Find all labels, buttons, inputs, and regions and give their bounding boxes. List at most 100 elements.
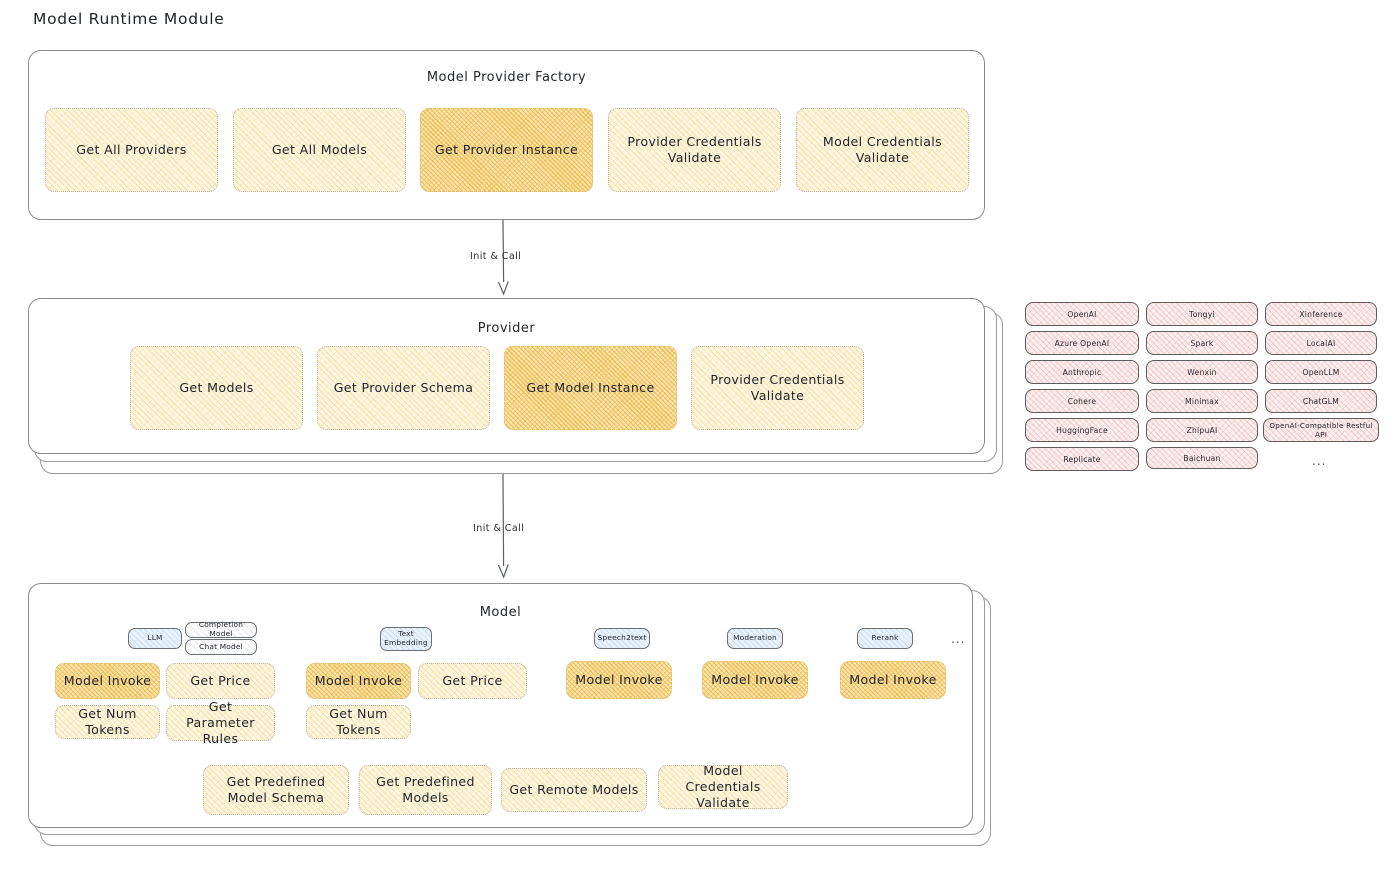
- chip-label: Azure OpenAI: [1054, 338, 1110, 348]
- mtag-label: Chat Model: [199, 641, 243, 651]
- chip-label: Cohere: [1067, 396, 1097, 406]
- node-label: Get Num Tokens: [78, 706, 137, 737]
- provider-chip-wenxin[interactable]: Wenxin: [1146, 360, 1258, 384]
- factory-node-get-provider-instance[interactable]: Get Provider Instance: [420, 108, 593, 192]
- provider-chip-tongyi[interactable]: Tongyi: [1146, 302, 1258, 326]
- node-label: Provider Credentials Validate: [627, 134, 762, 165]
- node-label: Model Invoke: [63, 673, 152, 689]
- mtag-label: LLM: [147, 633, 163, 643]
- factory-node-model-credentials-validate[interactable]: Model Credentials Validate: [796, 108, 969, 192]
- chip-label: Xinference: [1299, 309, 1343, 319]
- provider-node-get-model-instance[interactable]: Get Model Instance: [504, 346, 677, 430]
- model-title: Model: [479, 605, 522, 620]
- model-shared-get-remote-models[interactable]: Get Remote Models: [501, 768, 647, 812]
- provider-chip-xinference[interactable]: Xinference: [1265, 302, 1377, 326]
- factory-node-provider-credentials-validate[interactable]: Provider Credentials Validate: [608, 108, 781, 192]
- node-label: Model Invoke: [575, 672, 663, 688]
- node-label: Model Invoke: [711, 672, 799, 688]
- factory-title: Model Provider Factory: [426, 70, 587, 85]
- node-label: Get All Models: [271, 142, 368, 158]
- node-label: Model Invoke: [314, 673, 403, 689]
- connector-provider-to-model-label: Init & Call: [473, 523, 525, 534]
- provider-chip-openllm[interactable]: OpenLLM: [1265, 360, 1377, 384]
- node-label: Get Models: [179, 380, 254, 396]
- chip-label: Minimax: [1185, 396, 1219, 406]
- provider-chip-baichuan[interactable]: Baichuan: [1146, 447, 1258, 469]
- node-label: Get Remote Models: [509, 782, 639, 798]
- node-label: Get Parameter Rules: [186, 699, 255, 746]
- model-shared-get-predefined-model-schema[interactable]: Get Predefined Model Schema: [203, 765, 349, 815]
- model-types-more: ...: [951, 632, 966, 646]
- model-type-tag-rerank[interactable]: Rerank: [857, 628, 913, 649]
- model-subtag-chat-model[interactable]: Chat Model: [185, 639, 257, 655]
- connector-factory-to-provider-label: Init & Call: [470, 251, 522, 262]
- mtag-label: Rerank: [871, 633, 899, 643]
- connector-factory-to-provider: [487, 220, 527, 302]
- provider-node-provider-credentials-validate[interactable]: Provider Credentials Validate: [691, 346, 864, 430]
- llm-method-get-price[interactable]: Get Price: [166, 663, 275, 699]
- moderation-method-model-invoke[interactable]: Model Invoke: [702, 661, 808, 699]
- chip-label: ZhipuAI: [1186, 425, 1218, 435]
- provider-chip-openai[interactable]: OpenAI: [1025, 302, 1139, 326]
- provider-chip-spark[interactable]: Spark: [1146, 331, 1258, 355]
- node-label: Get Predefined Model Schema: [226, 774, 326, 805]
- factory-node-get-all-providers[interactable]: Get All Providers: [45, 108, 218, 192]
- chip-label: Baichuan: [1183, 453, 1221, 463]
- node-label: Get Num Tokens: [329, 706, 388, 737]
- node-label: Provider Credentials Validate: [710, 372, 845, 403]
- mtag-label: Text Embedding: [384, 629, 428, 647]
- text-embedding-method-get-price[interactable]: Get Price: [418, 663, 527, 699]
- provider-chip-localai[interactable]: LocalAI: [1265, 331, 1377, 355]
- provider-list-more: ...: [1312, 454, 1327, 468]
- factory-node-get-all-models[interactable]: Get All Models: [233, 108, 406, 192]
- speech2text-method-model-invoke[interactable]: Model Invoke: [566, 661, 672, 699]
- model-type-tag-moderation[interactable]: Moderation: [727, 628, 783, 649]
- provider-chip-minimax[interactable]: Minimax: [1146, 389, 1258, 413]
- text-embedding-method-get-num-tokens[interactable]: Get Num Tokens: [306, 705, 411, 739]
- provider-node-get-models[interactable]: Get Models: [130, 346, 303, 430]
- chip-label: ChatGLM: [1302, 396, 1340, 406]
- provider-chip-chatglm[interactable]: ChatGLM: [1265, 389, 1377, 413]
- text-embedding-method-model-invoke[interactable]: Model Invoke: [306, 663, 411, 699]
- chip-label: OpenAI: [1067, 309, 1097, 319]
- mtag-label: Completion Model: [198, 620, 244, 638]
- mtag-label: Speech2text: [597, 633, 647, 643]
- model-type-tag-speech2text[interactable]: Speech2text: [594, 628, 650, 649]
- provider-node-get-provider-schema[interactable]: Get Provider Schema: [317, 346, 490, 430]
- node-label: Model Invoke: [849, 672, 937, 688]
- node-label: Model Credentials Validate: [685, 763, 761, 810]
- chip-label: Spark: [1190, 338, 1214, 348]
- node-label: Model Credentials Validate: [822, 134, 943, 165]
- chip-label: Tongyi: [1189, 309, 1215, 319]
- model-type-tag-text-embedding[interactable]: Text Embedding: [380, 627, 432, 651]
- llm-method-get-num-tokens[interactable]: Get Num Tokens: [55, 705, 160, 739]
- llm-method-get-parameter-rules[interactable]: Get Parameter Rules: [166, 699, 275, 746]
- provider-chip-cohere[interactable]: Cohere: [1025, 389, 1139, 413]
- node-label: Get All Providers: [76, 142, 187, 158]
- node-label: Get Model Instance: [526, 380, 655, 396]
- node-label: Get Provider Instance: [434, 142, 579, 158]
- node-label: Get Price: [442, 673, 503, 689]
- node-label: Get Provider Schema: [333, 380, 474, 396]
- chip-label: HuggingFace: [1056, 425, 1108, 435]
- provider-title: Provider: [477, 321, 536, 336]
- chip-label: OpenAI-Compatible Restful API: [1269, 421, 1373, 439]
- model-type-tag-llm[interactable]: LLM: [128, 628, 182, 649]
- provider-chip-azure-openai[interactable]: Azure OpenAI: [1025, 331, 1139, 355]
- provider-chip-openai-compatible-restful-api[interactable]: OpenAI-Compatible Restful API: [1263, 418, 1379, 442]
- model-shared-get-predefined-models[interactable]: Get Predefined Models: [359, 765, 492, 815]
- provider-chip-huggingface[interactable]: HuggingFace: [1025, 418, 1139, 442]
- chip-label: Wenxin: [1187, 367, 1217, 377]
- chip-label: LocalAI: [1306, 338, 1336, 348]
- rerank-method-model-invoke[interactable]: Model Invoke: [840, 661, 946, 699]
- node-label: Get Predefined Models: [376, 774, 475, 805]
- chip-label: Replicate: [1063, 454, 1101, 464]
- provider-chip-zhipuai[interactable]: ZhipuAI: [1146, 418, 1258, 442]
- model-subtag-completion-model[interactable]: Completion Model: [185, 620, 257, 638]
- model-shared-model-credentials-validate[interactable]: Model Credentials Validate: [658, 763, 788, 810]
- provider-chip-replicate[interactable]: Replicate: [1025, 447, 1139, 471]
- chip-label: OpenLLM: [1302, 367, 1340, 377]
- mtag-label: Moderation: [733, 633, 777, 643]
- provider-chip-anthropic[interactable]: Anthropic: [1025, 360, 1139, 384]
- llm-method-model-invoke[interactable]: Model Invoke: [55, 663, 160, 699]
